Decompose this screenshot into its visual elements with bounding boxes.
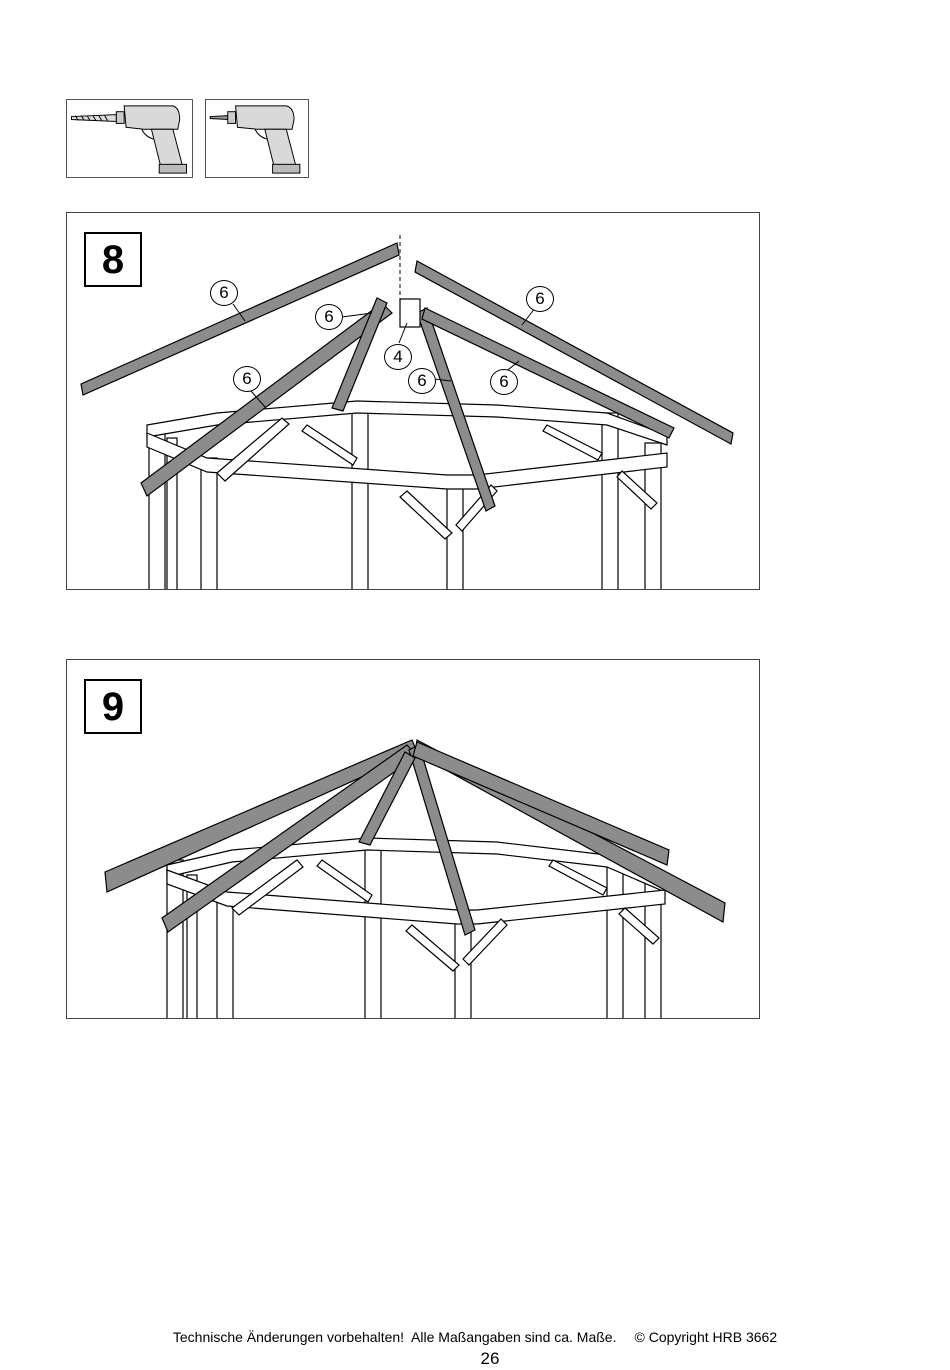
part-callout: 6 [210,280,238,306]
step-8-panel: 8 6 6 4 6 6 6 6 [66,212,760,590]
screwdriver-tool-box [205,99,309,178]
step-9-panel: 9 [66,659,760,1019]
part-callout: 6 [315,304,343,330]
step-8-illustration [80,235,734,589]
part-callout: 4 [384,344,412,370]
screwdriver-icon [209,105,301,174]
drill-icon [71,105,188,174]
drill-tool-box [66,99,193,178]
footer-note: Technische Änderungen vorbehalten! Alle … [0,1329,950,1345]
part-callout: 6 [233,366,261,392]
step-9-illustration [104,739,726,1018]
part-callout: 6 [526,286,554,312]
part-callout: 6 [408,368,436,394]
footer-disclaimer: Technische Änderungen vorbehalten! Alle … [172,1329,617,1345]
footer-copyright: © Copyright HRB 3662 [634,1329,778,1345]
step-number: 9 [84,679,142,734]
part-callout: 6 [490,369,518,395]
step-number: 8 [84,232,142,287]
page-number: 26 [480,1349,500,1368]
